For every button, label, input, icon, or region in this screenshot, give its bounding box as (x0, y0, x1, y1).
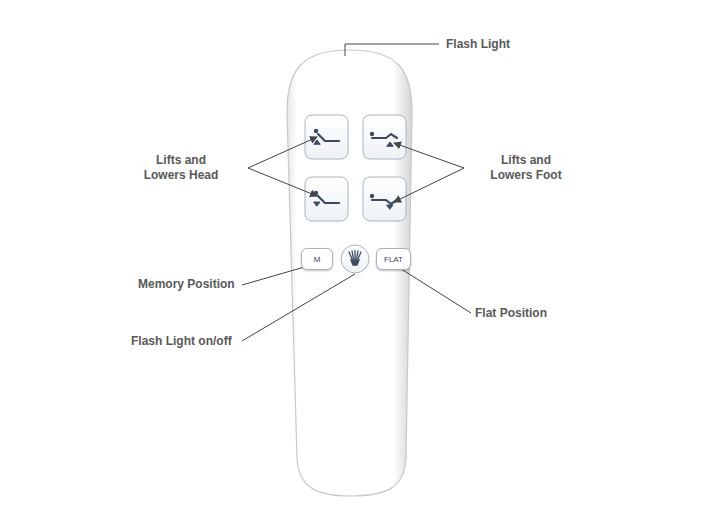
leader-lines (242, 44, 471, 341)
flat-button: FLAT (376, 248, 411, 270)
part-label: Lifts and Lowers Head (136, 153, 226, 183)
adjust-buttons (305, 115, 406, 221)
foot-up-icon (370, 132, 397, 146)
part-label: Flash Light (446, 37, 510, 52)
part-label: Memory Position (138, 277, 235, 292)
button-text: M (314, 255, 321, 264)
button-text: FLAT (384, 255, 403, 264)
foot-down-icon (370, 194, 397, 209)
remote-body (287, 50, 412, 496)
light-button (341, 245, 369, 273)
part-label: Lifts and Lowers Foot (484, 153, 568, 183)
head-up-icon (314, 129, 339, 144)
head-down-icon (314, 191, 339, 206)
part-label: Flash Light on/off (131, 334, 232, 349)
memory-button: M (301, 248, 333, 270)
part-label: Flat Position (475, 306, 547, 321)
